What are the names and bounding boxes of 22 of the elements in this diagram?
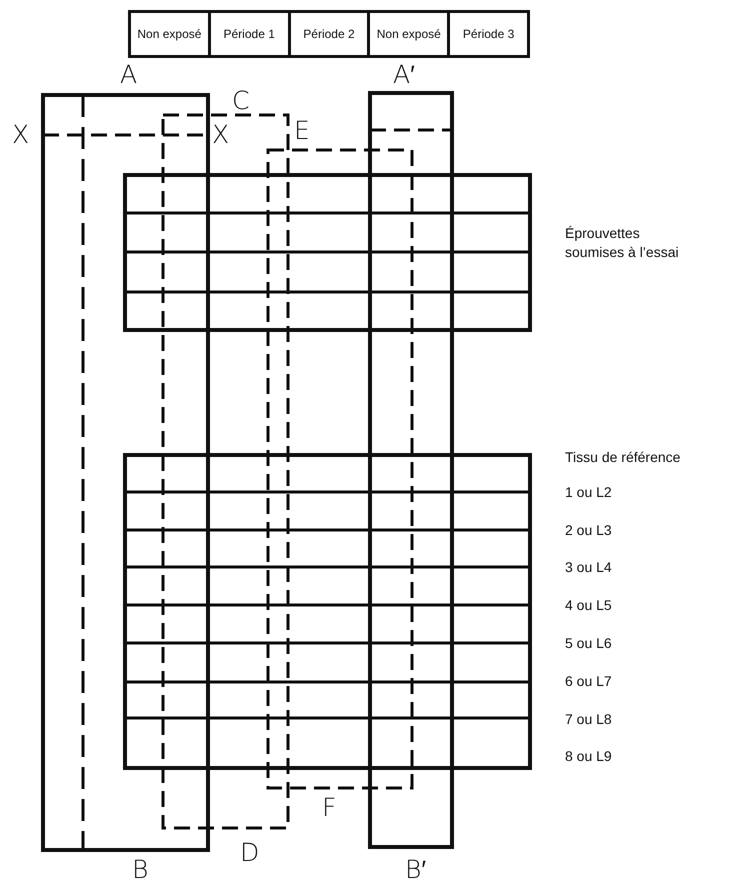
row-label: Éprouvettes soumises à l’essai [565, 224, 680, 262]
point-letter: C [232, 88, 250, 113]
point-letter: F [322, 795, 336, 820]
row-label: Tissu de référence [565, 448, 680, 467]
row-label: 7 ou L8 [565, 710, 612, 729]
column-header: Non exposé [128, 10, 211, 58]
point-letter: X [212, 122, 230, 147]
row-label: 5 ou L6 [565, 634, 612, 653]
point-letter: D [240, 840, 260, 865]
point-letter: A′ [393, 62, 415, 87]
point-letter: E [294, 118, 310, 143]
column-header: Période 3 [447, 10, 530, 58]
row-label: 3 ou L4 [565, 558, 612, 577]
point-letter: X [12, 122, 30, 147]
row-label: 2 ou L3 [565, 521, 612, 540]
point-letter: B′ [405, 857, 426, 882]
row-label: 8 ou L9 [565, 747, 612, 766]
row-label: 1 ou L2 [565, 483, 612, 502]
point-letter: B [132, 857, 148, 882]
row-label: 6 ou L7 [565, 672, 612, 691]
row-label: 4 ou L5 [565, 596, 612, 615]
point-letter: A [120, 62, 138, 87]
